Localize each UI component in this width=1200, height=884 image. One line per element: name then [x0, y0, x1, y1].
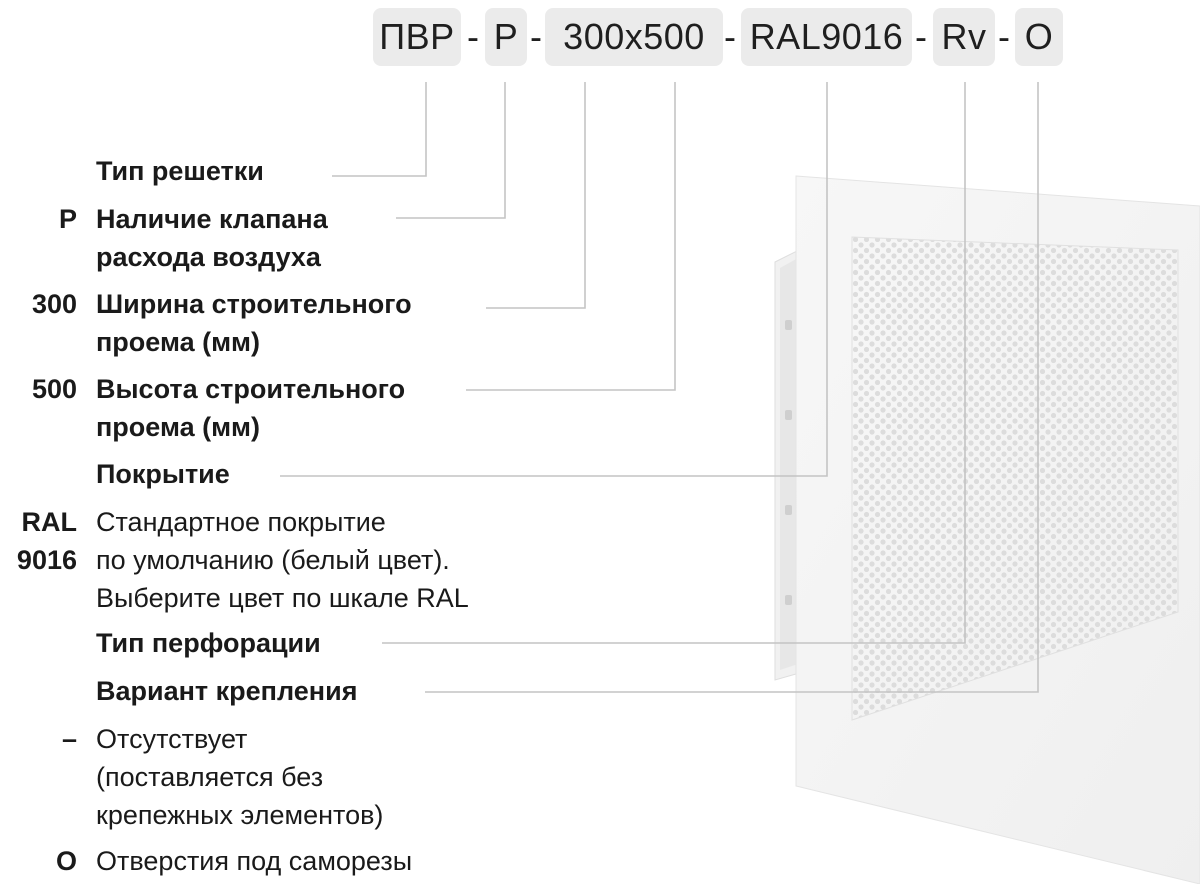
legend-valve-line1: Наличие клапана — [96, 204, 328, 234]
code-chip-valve: Р — [485, 8, 527, 66]
screw-icon — [785, 505, 792, 515]
legend-none-line1: Отсутствует — [96, 724, 248, 754]
leader-line-mount — [425, 82, 1039, 693]
legend-perforation-label: Тип перфорации — [96, 628, 321, 658]
legend-type-label: Тип решетки — [96, 156, 264, 186]
code-chip-size: 300x500 — [545, 8, 723, 66]
legend-height-line2: проема (мм) — [96, 412, 261, 442]
legend-width-line1: Ширина строительного — [96, 289, 412, 319]
legend-height-line1: Высота строительного — [96, 374, 406, 404]
legend-none-key: – — [61, 724, 77, 754]
code-separator: - — [915, 16, 927, 57]
legend-valve-key: Р — [58, 204, 77, 234]
legend-height-key: 500 — [31, 374, 77, 404]
leader-line-valve — [396, 82, 506, 219]
code-separator: - — [998, 16, 1010, 57]
legend-mount-label: Вариант крепления — [96, 676, 358, 706]
legend-none-line3: крепежных элементов) — [96, 800, 384, 830]
screw-icon — [785, 595, 792, 605]
perforated-area — [851, 236, 1179, 721]
leader-line-height — [466, 82, 676, 391]
legend-ral-key-line2: 9016 — [16, 545, 77, 575]
legend-none-line2: (поставляется без — [96, 762, 324, 792]
legend-o-key: O — [55, 846, 77, 876]
code-chip-mount: O — [1015, 8, 1063, 66]
legend-ral-line1: Стандартное покрытие — [96, 507, 386, 537]
legend-valve-line2: расхода воздуха — [96, 242, 321, 272]
code-separator: - — [530, 16, 542, 57]
legend-ral-line3: Выберите цвет по шкале RAL — [96, 583, 469, 613]
code-chip-type: ПВР — [373, 8, 461, 66]
leader-line-type — [332, 82, 427, 177]
code-separator: - — [724, 16, 736, 57]
legend-o-line1: Отверстия под саморезы — [96, 846, 413, 876]
code-chip-perforation: Rv — [933, 8, 995, 66]
legend-width-line2: проема (мм) — [96, 327, 261, 357]
leader-line-coating — [280, 82, 828, 477]
leader-line-perforation — [382, 82, 966, 644]
legend-coating-label: Покрытие — [96, 459, 230, 489]
screw-icon — [785, 410, 792, 420]
code-chip-color: RAL9016 — [741, 8, 912, 66]
legend-ral-line2: по умолчанию (белый цвет). — [96, 545, 450, 575]
code-separator: - — [467, 16, 479, 57]
legend-ral-key-line1: RAL — [21, 507, 78, 537]
legend-width-key: 300 — [31, 289, 77, 319]
screw-icon — [785, 320, 792, 330]
leader-line-width — [486, 82, 586, 309]
